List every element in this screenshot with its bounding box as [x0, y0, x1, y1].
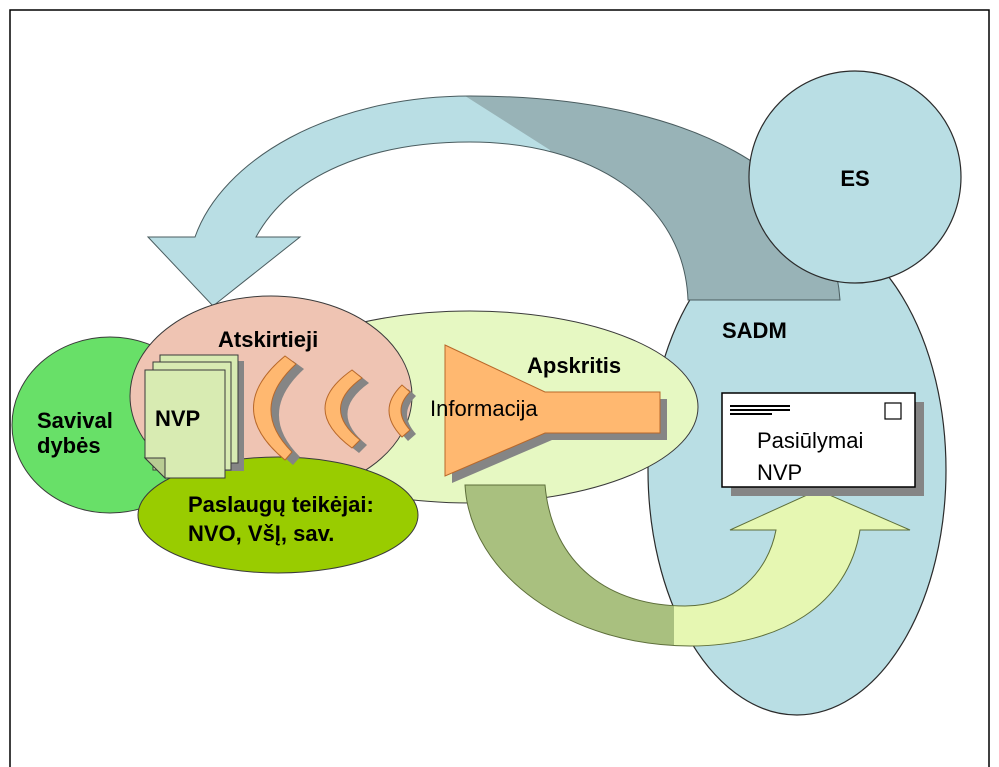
- funnel-shape: [444, 344, 661, 477]
- apskritis-label: Apskritis: [527, 353, 621, 378]
- curved-arrow-outline: [146, 95, 841, 307]
- atskirtieji-label: Atskirtieji: [218, 327, 318, 352]
- informacija-funnel: [444, 344, 667, 483]
- curved-arrow-es-to-local: [146, 95, 841, 307]
- document-folded-corner: [143, 457, 166, 480]
- sadm-label: SADM: [722, 318, 787, 343]
- es-circle: [748, 70, 962, 284]
- envelope-address-lines: [730, 405, 790, 415]
- envelope-label-line2: NVP: [757, 460, 802, 485]
- envelope-label-line1: Pasiūlymai: [757, 428, 863, 453]
- curved-arrow-apskritis-to-sadm: [464, 484, 911, 647]
- nvp-document-stack: [143, 354, 244, 480]
- envelope-stamp: [884, 402, 902, 420]
- diagram-frame: [9, 9, 990, 767]
- paslaugu-teikejai-label-line2: NVO, VšĮ, sav.: [188, 521, 334, 546]
- signal-wave-arc-2: [324, 369, 363, 449]
- signal-wave-arc-3: [388, 384, 411, 438]
- signal-wave-arc-1: [253, 355, 297, 461]
- savivaldybes-label-line1: Savival: [37, 408, 113, 433]
- paslaugu-teikejai-label-line1: Paslaugų teikėjai:: [188, 492, 374, 517]
- envelope-body: [721, 392, 916, 488]
- paslaugu-teikejai-ellipse: [137, 456, 419, 574]
- curved-arrow-body-shaded: [440, 96, 840, 306]
- informacija-label: Informacija: [430, 396, 538, 421]
- signal-waves: [253, 355, 416, 465]
- document-page-front: [144, 369, 226, 479]
- savivaldybes-label-line2: dybės: [37, 433, 101, 458]
- proposal-envelope: [721, 392, 924, 496]
- es-label: ES: [840, 166, 869, 191]
- nvp-documents-label: NVP: [155, 406, 200, 431]
